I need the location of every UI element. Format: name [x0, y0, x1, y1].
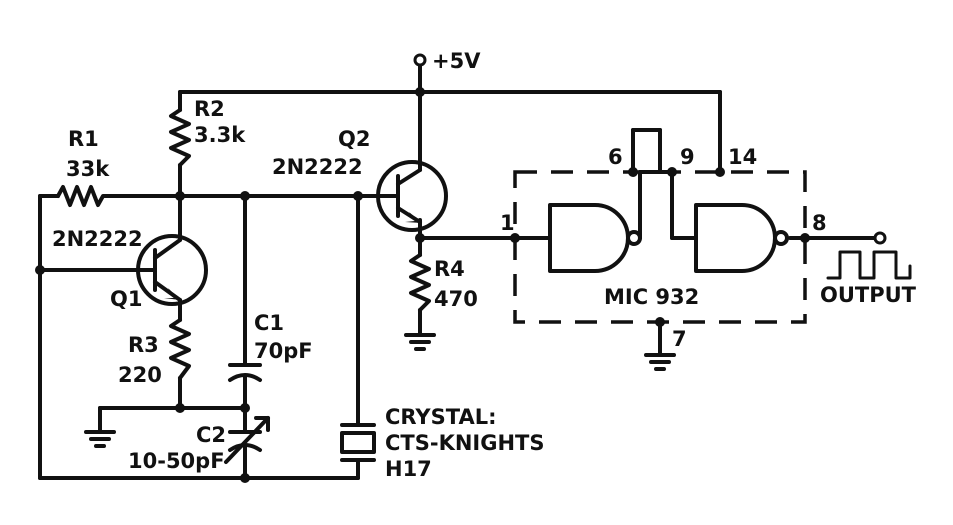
pin-8-label: 8	[812, 211, 827, 235]
resistor-r4	[409, 253, 431, 312]
r4-name: R4	[434, 257, 465, 281]
r1-name: R1	[68, 127, 99, 151]
resistor-r2	[169, 108, 191, 167]
crystal	[340, 423, 376, 462]
pin-1-label: 1	[500, 211, 515, 235]
transistor-q2	[376, 160, 448, 232]
resistor-r1	[56, 185, 110, 207]
r3-name: R3	[128, 333, 159, 357]
pin-14-label: 14	[728, 145, 757, 169]
capacitor-c2-variable	[224, 416, 270, 464]
c2-value: 10-50pF	[128, 449, 225, 473]
r4-value: 470	[434, 287, 478, 311]
pin-7-label: 7	[672, 327, 687, 351]
crystal-model: H17	[385, 457, 432, 481]
q1-name: Q1	[110, 287, 142, 311]
capacitor-c1	[228, 363, 262, 382]
pin-6-label: 6	[608, 145, 623, 169]
supply-label: +5V	[432, 49, 481, 73]
c1-value: 70pF	[254, 339, 313, 363]
r2-name: R2	[194, 97, 225, 121]
junction-dots	[35, 87, 810, 483]
ground-symbol	[644, 353, 676, 371]
square-wave-icon	[826, 250, 912, 280]
r3-value: 220	[118, 363, 162, 387]
q1-type: 2N2222	[52, 227, 143, 251]
ground-symbol	[404, 333, 436, 351]
ground-symbol	[84, 430, 116, 448]
pin-9-label: 9	[680, 145, 695, 169]
nand-gate-1	[548, 203, 642, 273]
output-terminal	[873, 231, 887, 245]
crystal-label: CRYSTAL:	[385, 405, 497, 429]
r1-value: 33k	[66, 157, 110, 181]
transistor-q1	[136, 234, 208, 306]
q2-type: 2N2222	[272, 155, 363, 179]
nand-gate-2	[694, 203, 789, 273]
supply-terminal	[413, 53, 427, 67]
q2-name: Q2	[338, 127, 370, 151]
ic-label: MIC 932	[604, 285, 699, 309]
resistor-r3	[169, 318, 191, 380]
output-label: OUTPUT	[820, 283, 917, 307]
c1-name: C1	[254, 311, 284, 335]
crystal-manufacturer: CTS-KNIGHTS	[385, 431, 545, 455]
c2-name: C2	[196, 423, 226, 447]
r2-value: 3.3k	[194, 123, 246, 147]
